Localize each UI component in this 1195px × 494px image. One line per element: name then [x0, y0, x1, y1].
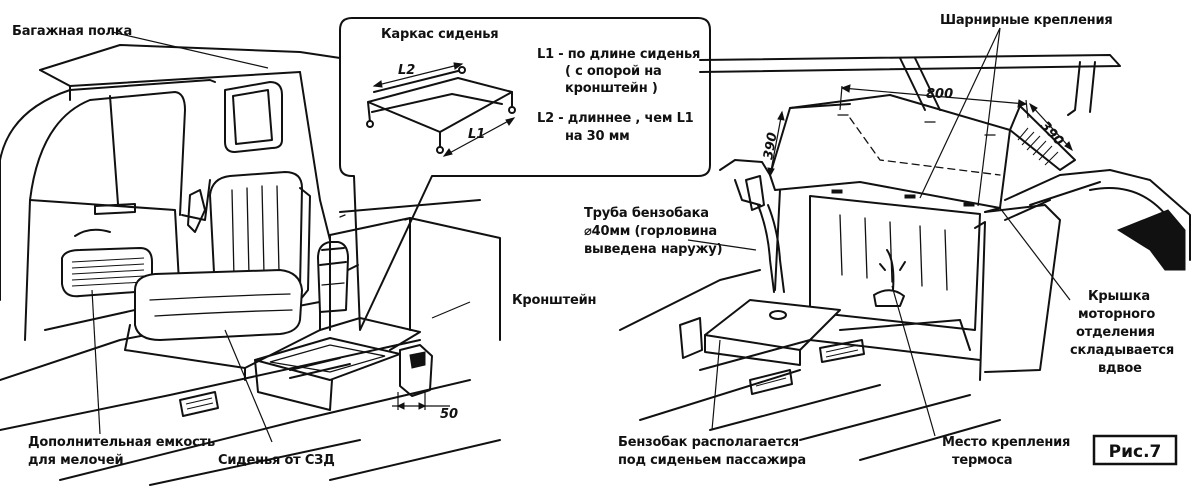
left-car-drawing: [0, 44, 501, 486]
label-fuel-tank-line1: Бензобак располагается: [618, 435, 799, 450]
label-fuel-tank-line2: под сиденьем пассажира: [618, 453, 806, 468]
label-seats: Сиденья от СЗД: [218, 453, 335, 468]
label-luggage-shelf: Багажная полка: [12, 24, 132, 39]
label-l1-line2: ( с опорой на: [565, 64, 662, 79]
dimension-width: 800: [926, 87, 953, 102]
dimension-gap: 50: [440, 407, 458, 422]
label-engine-cover-line3: отделения: [1076, 325, 1155, 340]
seat-frame-inset: [339, 17, 711, 331]
label-l2-mark: L2: [398, 63, 415, 78]
label-engine-cover-line5: вдвое: [1098, 361, 1142, 376]
label-l1-line3: кронштейн ): [565, 81, 658, 96]
text-labels: Багажная полка Каркас сиденья L2 L1 L1 -…: [12, 13, 1174, 468]
label-seat-frame-title: Каркас сиденья: [381, 27, 498, 42]
label-l2-line1: L2 - длиннее , чем L1: [537, 111, 694, 126]
label-extra-box-line2: для мелочей: [28, 453, 124, 468]
label-l1-line1: L1 - по длине сиденья: [537, 47, 700, 62]
label-thermos-line1: Место крепления: [942, 435, 1070, 450]
label-engine-cover-line4: складывается: [1070, 343, 1174, 358]
dimension-height-left: 390: [761, 131, 780, 160]
leader-lines: [91, 27, 1071, 443]
figure-number: Рис.7: [1109, 442, 1162, 462]
label-thermos-line2: термоса: [952, 453, 1012, 468]
label-engine-cover-line1: Крышка: [1088, 289, 1150, 304]
label-fuel-pipe-line3: выведена наружу): [584, 242, 722, 257]
label-l2-line2: на 30 мм: [565, 129, 630, 144]
dimension-height-right: 390: [1037, 119, 1066, 149]
label-bracket: Кронштейн: [512, 293, 596, 308]
label-fuel-pipe-line1: Труба бензобака: [584, 206, 709, 221]
label-engine-cover-line2: моторного: [1078, 307, 1155, 322]
figure-number-box: Рис.7: [1092, 434, 1178, 466]
label-l1-mark: L1: [468, 127, 485, 142]
label-extra-box-line1: Дополнительная емкость: [28, 435, 215, 450]
label-hinges: Шарнирные крепления: [940, 13, 1113, 28]
right-car-drawing: [619, 54, 1191, 461]
label-fuel-pipe-line2: ⌀40мм (горловина: [584, 224, 717, 239]
